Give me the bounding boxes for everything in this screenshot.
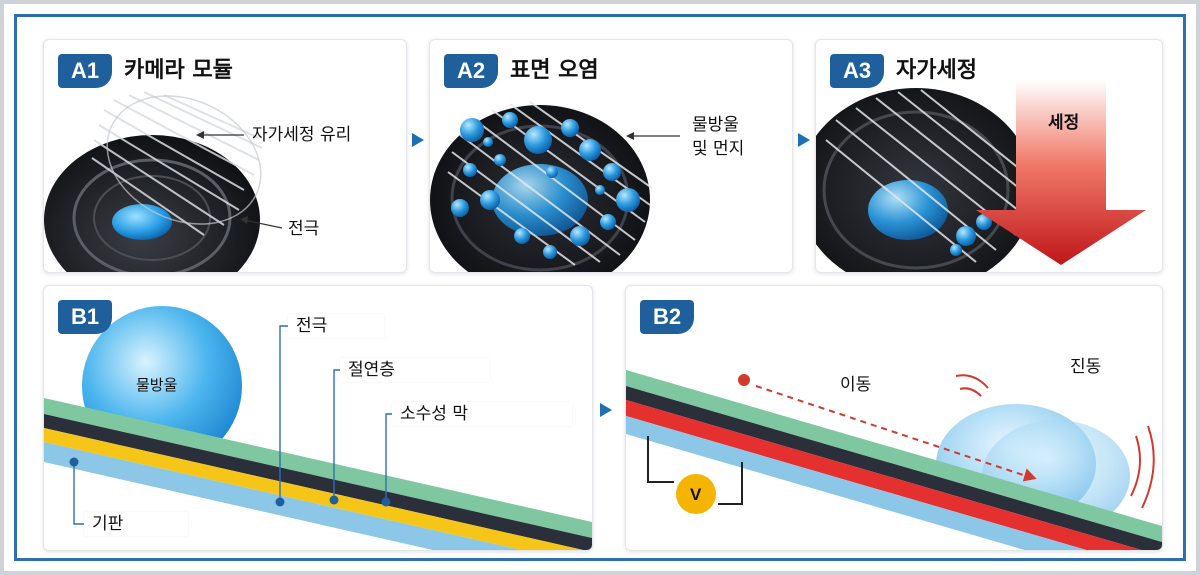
- label-voltage: V: [690, 485, 702, 504]
- layer-hydrophobic-b2: [626, 370, 1162, 542]
- camera-module-illustration: [44, 91, 283, 272]
- arrow-b1-b2-icon: [600, 403, 612, 417]
- label-self-cleaning-glass: 자가세정 유리: [252, 125, 352, 145]
- voltage-source-icon: [676, 474, 716, 514]
- layer-substrate-b2: [626, 416, 1087, 550]
- panel-a1: A1 카메라 모듈 자가세정 유리 전극: [43, 39, 407, 273]
- label-droplet-line2: 및 먼지: [692, 139, 745, 159]
- label-insulator: 절연층: [348, 360, 395, 380]
- cleaning-arrow-icon: [976, 80, 1146, 265]
- movement-path: [755, 385, 1027, 477]
- label-move: 이동: [840, 375, 872, 395]
- electrode-dot: [275, 497, 285, 507]
- layer-electrode-b2: [626, 400, 1142, 550]
- layer-insulator-b2: [626, 386, 1162, 550]
- arrow-a1-a2-icon: [412, 133, 424, 147]
- contamination-illustration: [430, 101, 680, 272]
- electrode-pointer: [243, 219, 283, 229]
- layer-hydrophobic-film: [44, 398, 592, 538]
- vibration-wave-icon: [955, 374, 1155, 509]
- substrate-dot: [69, 457, 79, 467]
- arrow-a2-a3-icon: [798, 133, 810, 147]
- label-electrode-a1: 전극: [288, 219, 320, 239]
- hydrophobic-dot: [381, 497, 391, 507]
- badge-b2: B2: [640, 300, 694, 334]
- voltage-circuit: [647, 436, 743, 505]
- panel-a3: A3 자가세정 세정: [815, 39, 1163, 273]
- electrode-lens: [112, 204, 172, 240]
- start-point: [738, 374, 750, 386]
- title-a3: 자가세정: [896, 58, 977, 83]
- label-hydrophobic-film: 소수성 막: [400, 404, 468, 424]
- badge-a2: A2: [444, 54, 498, 88]
- panel-b2: B2 이동 진동 V: [625, 285, 1163, 551]
- diagram-frame: A1 카메라 모듈 자가세정 유리 전극: [14, 14, 1186, 561]
- layer-insulator: [44, 414, 592, 550]
- water-droplets: [451, 112, 640, 259]
- label-vibration: 진동: [1070, 357, 1102, 377]
- title-a1: 카메라 모듈: [124, 58, 233, 83]
- label-droplet-b1: 물방울: [136, 376, 178, 394]
- title-a2: 표면 오염: [510, 58, 599, 83]
- movement-arrow-icon: [1022, 468, 1037, 482]
- badge-a1: A1: [58, 54, 112, 88]
- label-electrode-b1: 전극: [296, 316, 328, 336]
- badge-b1: B1: [58, 300, 112, 334]
- panel-a2: A2 표면 오염 물방울 및 먼지: [429, 39, 793, 273]
- self-cleaning-illustration: [816, 80, 1146, 272]
- insulator-dot: [329, 495, 339, 505]
- panel-b1: B1 물방울 전극 절연층 소수성 막 기판: [43, 285, 593, 551]
- badge-a3: A3: [830, 54, 884, 88]
- label-substrate: 기판: [92, 514, 124, 534]
- layer-electrode: [44, 428, 584, 550]
- label-cleaning: 세정: [1048, 113, 1080, 133]
- vibration-illustration-b2: [626, 370, 1162, 550]
- label-droplet-line1: 물방울: [692, 115, 739, 135]
